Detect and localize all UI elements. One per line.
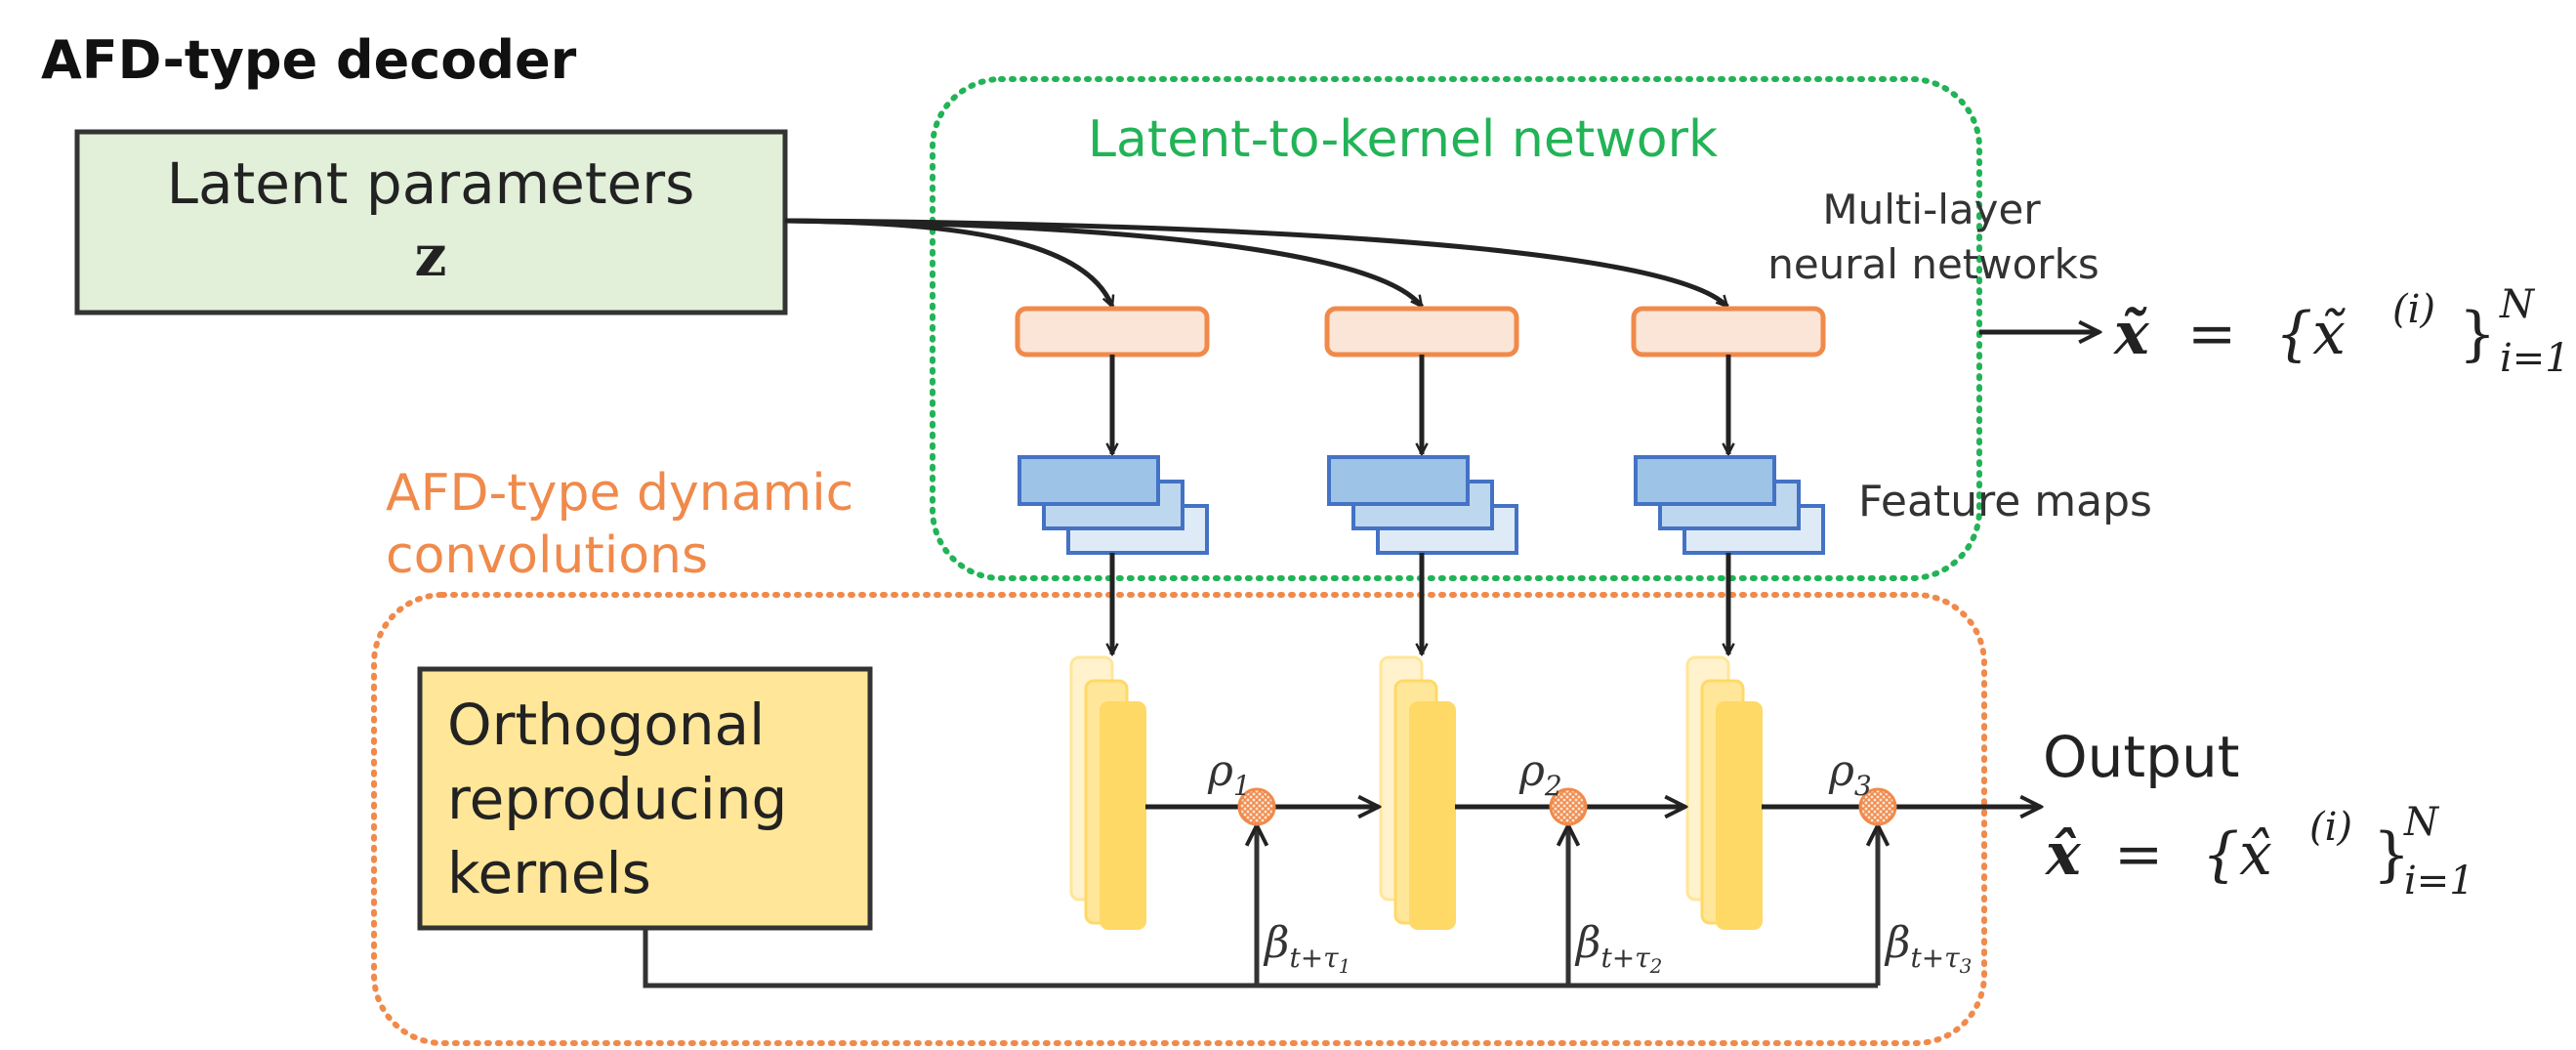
- neural-network-block: [1631, 306, 1826, 357]
- beta-subscript: t+τ: [1289, 942, 1339, 974]
- stage-column: [1324, 306, 1519, 930]
- latent-z-symbol: z: [415, 223, 447, 289]
- beta-label: βt+τ3: [1884, 918, 1972, 978]
- svg-text:=: =: [2187, 300, 2236, 368]
- neural-network-block: [1015, 306, 1210, 357]
- beta-sub-subscript: 2: [1649, 954, 1663, 978]
- rho-subscript: 2: [1544, 770, 1562, 802]
- stage-node: ρ3 βt+τ3: [1762, 746, 2041, 986]
- basis-feed-line: [643, 928, 1878, 988]
- svg-text:=: =: [2114, 820, 2163, 889]
- beta-subscript: t+τ: [1600, 942, 1650, 974]
- output-label: Output: [2043, 724, 2239, 790]
- latent-to-nn-arrow-3: [784, 218, 1727, 307]
- dynamic-convolutions-label-line2: convolutions: [386, 526, 708, 585]
- latent-to-kernel-region: [930, 76, 1982, 581]
- dynamic-convolutions-label-line1: AFD-type dynamic: [386, 464, 853, 523]
- kernels-label-line2: reproducing: [447, 766, 787, 832]
- stage-column: [1015, 306, 1210, 930]
- mlp-note-line2: neural networks: [1767, 240, 2099, 288]
- dynamic-kernel-layer: [1100, 701, 1146, 930]
- tilde-output-formula: x̃ = {x̃ (i) } N i=1: [2112, 282, 2570, 381]
- rho-subscript: 3: [1854, 770, 1872, 802]
- rho-label: ρ2: [1518, 746, 1562, 802]
- feature-map-layer: [1327, 455, 1470, 506]
- rho-label: ρ3: [1828, 746, 1872, 802]
- feature-map-layer: [1018, 455, 1160, 506]
- svg-text:i=1: i=1: [2500, 336, 2570, 381]
- kernels-label-line3: kernels: [447, 840, 651, 906]
- beta-sub-subscript: 1: [1339, 954, 1351, 978]
- beta-label: βt+τ2: [1574, 918, 1662, 978]
- diagram-title: AFD-type decoder: [41, 29, 577, 91]
- svg-text:N: N: [2499, 282, 2536, 327]
- beta-subscript: t+τ: [1910, 942, 1960, 974]
- svg-text:x̂: x̂: [2044, 820, 2082, 889]
- svg-text:N: N: [2403, 800, 2440, 845]
- latent-parameters-label: Latent parameters: [167, 150, 695, 217]
- stage-node: ρ1 βt+τ1: [1145, 746, 1379, 986]
- svg-text:{x̂: {x̂: [2202, 820, 2272, 889]
- multiply-node-icon: [1237, 787, 1276, 826]
- multiply-node-icon: [1858, 787, 1897, 826]
- mlp-note-line1: Multi-layer: [1822, 186, 2041, 233]
- svg-text:i=1: i=1: [2404, 859, 2474, 903]
- stage-node: ρ2 βt+τ2: [1455, 746, 1685, 986]
- beta-sub-subscript: 3: [1960, 954, 1973, 978]
- svg-text:(i): (i): [2309, 805, 2352, 850]
- svg-text:}: }: [2459, 300, 2496, 368]
- svg-text:(i): (i): [2392, 287, 2435, 332]
- stage-column: [1631, 306, 1826, 930]
- multiply-node-icon: [1549, 787, 1588, 826]
- rho-subscript: 1: [1233, 770, 1251, 802]
- rho-label: ρ1: [1207, 746, 1251, 802]
- feature-map-layer: [1634, 455, 1776, 506]
- beta-label: βt+τ1: [1263, 918, 1350, 978]
- feature-maps-label: Feature maps: [1858, 477, 2152, 526]
- dynamic-convolutions-region: [371, 592, 1987, 1046]
- neural-network-block: [1324, 306, 1519, 357]
- orthogonal-kernels-box: [417, 666, 873, 931]
- latent-to-kernel-label: Latent-to-kernel network: [1088, 110, 1718, 169]
- dynamic-kernel-layer: [1716, 701, 1763, 930]
- latent-to-nn-arrow-1: [784, 218, 1112, 307]
- dynamic-kernel-layer: [1409, 701, 1456, 930]
- kernels-label-line1: Orthogonal: [447, 692, 765, 758]
- output-formula: x̂ = {x̂ (i) } N i=1: [2044, 800, 2474, 903]
- svg-text:}: }: [2373, 820, 2410, 889]
- svg-text:{x̃: {x̃: [2275, 300, 2346, 368]
- svg-text:x̃: x̃: [2112, 300, 2150, 368]
